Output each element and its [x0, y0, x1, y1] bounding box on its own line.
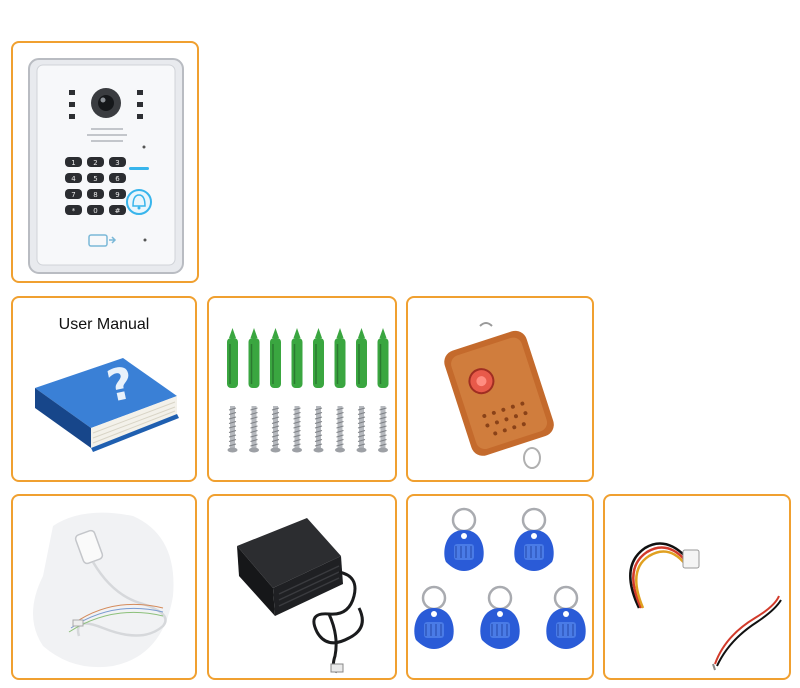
svg-text:0: 0: [93, 207, 97, 215]
wall-anchor: [334, 328, 346, 388]
keypad-key: 6: [109, 173, 126, 183]
svg-text:4: 4: [71, 175, 76, 183]
svg-text:1: 1: [71, 159, 75, 167]
bell-icon: [126, 189, 152, 215]
screw: [292, 406, 302, 453]
wall-anchor: [377, 328, 389, 388]
power-adapter-tile: [207, 494, 397, 680]
rfid-tag: [414, 585, 454, 649]
anchors-screws-tile: [207, 296, 397, 482]
keypad-key: 9: [109, 189, 126, 199]
screw: [356, 406, 367, 453]
svg-text:2: 2: [93, 159, 97, 167]
wall-anchor: [356, 328, 367, 388]
rfid-tag: [514, 507, 554, 571]
screw: [249, 406, 259, 453]
svg-text:3: 3: [115, 159, 119, 167]
screw: [227, 406, 238, 453]
remote-control-tile: [406, 296, 594, 482]
wall-anchor: [227, 328, 238, 388]
svg-text:#: #: [115, 207, 121, 215]
svg-text:7: 7: [71, 191, 75, 199]
wall-anchor: [248, 328, 260, 388]
connection-wires-tile: [603, 494, 791, 680]
keypad-key: #: [109, 205, 126, 215]
screw: [378, 406, 388, 453]
keypad-key: 3: [109, 157, 126, 167]
connection-wires-image: [629, 542, 782, 671]
svg-text:6: 6: [115, 175, 120, 183]
screw: [270, 406, 281, 453]
rfid-tag: [444, 507, 484, 571]
doorbell-unit-image: 1 2 3 4 5 6 7 8 9 * 0 #: [28, 58, 184, 274]
power-adapter-image: [237, 518, 364, 674]
camera-cable-image: [33, 512, 174, 668]
keypad-key: 4: [65, 173, 82, 183]
svg-text:8: 8: [93, 191, 97, 199]
keypad-key: *: [65, 205, 82, 215]
keypad-key: 7: [65, 189, 82, 199]
rfid-tags-tile: [406, 494, 594, 680]
screw: [313, 406, 324, 453]
screw: [335, 406, 345, 453]
anchors-screws-image: [227, 328, 389, 453]
book-icon: ?: [35, 358, 179, 452]
keypad-key: 8: [87, 189, 104, 199]
keypad-key: 2: [87, 157, 104, 167]
user-manual-tile: User Manual ?: [11, 296, 197, 482]
camera-cable-tile: [11, 494, 197, 680]
doorbell-tile: 1 2 3 4 5 6 7 8 9 * 0 #: [11, 41, 199, 283]
wall-anchor: [270, 328, 281, 388]
svg-text:*: *: [72, 207, 76, 215]
svg-text:9: 9: [115, 191, 119, 199]
keypad-key: 0: [87, 205, 104, 215]
keypad: 1 2 3 4 5 6 7 8 9 * 0 #: [65, 157, 126, 215]
rfid-key-tags-image: [414, 507, 586, 649]
keypad-key: 1: [65, 157, 82, 167]
svg-text:5: 5: [93, 175, 97, 183]
remote-control-image: [444, 322, 554, 469]
rfid-tag: [480, 585, 520, 649]
wall-anchor: [291, 328, 303, 388]
keypad-key: 5: [87, 173, 104, 183]
rfid-tag: [546, 585, 586, 649]
user-manual-title: User Manual: [58, 316, 150, 333]
wall-anchor: [313, 328, 324, 388]
